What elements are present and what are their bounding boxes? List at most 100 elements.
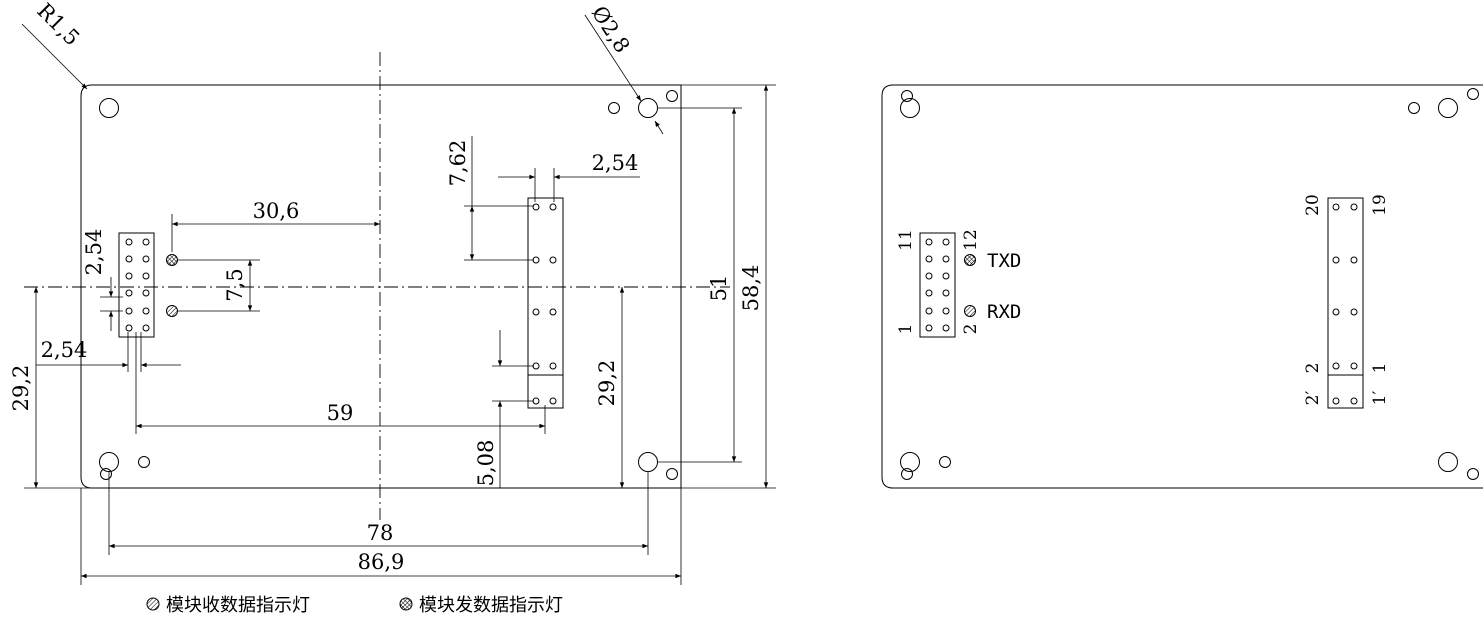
- dim-5-08: 5,08: [474, 330, 534, 488]
- back-view: 11 12 1 2 TXD RXD 20 19 2 1 2′ 1′: [881, 84, 1483, 489]
- pin-pad: [1350, 308, 1358, 316]
- pin-pad: [1332, 256, 1340, 264]
- pin-pad: [1350, 397, 1358, 405]
- pin-pad: [942, 272, 950, 280]
- back-right-header: 20 19 2 1 2′ 1′: [1303, 194, 1390, 409]
- pin-pad: [1332, 203, 1340, 211]
- pin-pad: [925, 324, 933, 332]
- pin-pad: [925, 255, 933, 263]
- pin-pad: [125, 289, 133, 297]
- dim-2-54-horizontal: 2,54: [36, 332, 181, 372]
- left-pin-header: [118, 232, 155, 338]
- hole-diameter-dim: Ø2,8: [584, 2, 664, 135]
- svg-text:59: 59: [327, 401, 354, 425]
- pin-pad: [549, 397, 557, 405]
- dim-7-62: 7,62: [446, 136, 534, 261]
- corner-radius-dim: R1,5: [21, 0, 88, 90]
- svg-text:2,54: 2,54: [592, 151, 639, 175]
- svg-text:12: 12: [961, 229, 981, 251]
- txd-label: TXD: [987, 250, 1021, 272]
- back-mounting-holes: [900, 88, 1479, 480]
- back-left-header: 11 12 1 2 TXD RXD: [896, 229, 1021, 338]
- rx-legend-icon: [146, 597, 160, 611]
- pin-pad: [125, 255, 133, 263]
- pin-pad: [142, 307, 150, 315]
- dim-78: 78: [108, 472, 649, 555]
- pin-pad: [142, 272, 150, 280]
- mounting-holes: [99, 90, 678, 480]
- svg-text:78: 78: [367, 521, 394, 545]
- pin-pad: [125, 272, 133, 280]
- svg-text:5,08: 5,08: [474, 440, 498, 487]
- pin-pad: [942, 238, 950, 246]
- pin-pad: [942, 289, 950, 297]
- tx-legend-icon: [399, 597, 413, 611]
- dim-2-54-vertical: 2,54: [82, 229, 123, 331]
- pin-pad: [549, 308, 557, 316]
- dim-86-9: 86,9: [80, 488, 682, 585]
- pin-pad: [1332, 397, 1340, 405]
- pin-pad: [925, 307, 933, 315]
- dim-7-5: 7,5: [178, 259, 260, 312]
- svg-text:29,2: 29,2: [595, 360, 619, 407]
- dim-58-4: 58,4: [681, 84, 776, 489]
- svg-text:7,62: 7,62: [446, 140, 470, 187]
- back-board-outline: [881, 84, 1483, 489]
- svg-text:1′: 1′: [1370, 391, 1390, 406]
- svg-text:20: 20: [1303, 194, 1323, 216]
- rx-led-indicator: [166, 305, 178, 317]
- back-rx-led: [964, 305, 976, 317]
- svg-text:19: 19: [1370, 194, 1390, 216]
- pin-pad: [942, 307, 950, 315]
- dim-29-2-left: 29,2: [9, 286, 92, 489]
- pin-pad: [942, 255, 950, 263]
- svg-text:2: 2: [1303, 363, 1323, 374]
- dim-59: 59: [135, 332, 546, 434]
- pin-pad: [1332, 362, 1340, 370]
- pin-pad: [142, 289, 150, 297]
- dim-29-2-right: 29,2: [595, 286, 625, 489]
- pin-pad: [549, 256, 557, 264]
- tx-led-indicator: [166, 254, 178, 266]
- svg-text:29,2: 29,2: [9, 365, 33, 412]
- pin-pad: [549, 203, 557, 211]
- pin-pad: [532, 203, 540, 211]
- svg-text:86,9: 86,9: [358, 550, 405, 574]
- pin-pad: [142, 255, 150, 263]
- pin-pad: [1350, 256, 1358, 264]
- svg-text:1: 1: [1370, 363, 1390, 374]
- svg-text:30,6: 30,6: [253, 199, 300, 223]
- pin-pad: [142, 238, 150, 246]
- svg-text:2′: 2′: [1303, 391, 1323, 406]
- right-pin-header: [527, 197, 564, 409]
- svg-text:11: 11: [896, 229, 916, 251]
- dim-30-6: 30,6: [171, 199, 381, 252]
- pin-pad: [142, 324, 150, 332]
- pin-pad: [1350, 362, 1358, 370]
- svg-text:1: 1: [896, 324, 916, 335]
- legend: 模块收数据指示灯 模块发数据指示灯: [146, 595, 563, 616]
- svg-text:58,4: 58,4: [739, 265, 763, 312]
- dim-2-54-top-right: 2,54: [498, 151, 640, 202]
- rx-legend-label: 模块收数据指示灯: [166, 595, 310, 616]
- pin-pad: [532, 308, 540, 316]
- dim-51: 51: [658, 107, 742, 463]
- svg-text:51: 51: [707, 275, 731, 302]
- pin-pad: [125, 307, 133, 315]
- pin-pad: [925, 289, 933, 297]
- pin-pad: [549, 362, 557, 370]
- front-board-outline: [80, 84, 682, 489]
- pin-pad: [942, 324, 950, 332]
- svg-text:2: 2: [961, 324, 981, 335]
- front-view: R1,5 Ø2,8 30,6: [9, 0, 776, 585]
- pin-pad: [1332, 308, 1340, 316]
- rxd-label: RXD: [987, 301, 1021, 323]
- svg-text:2,54: 2,54: [41, 338, 88, 362]
- svg-text:2,54: 2,54: [82, 229, 106, 276]
- pin-pad: [925, 238, 933, 246]
- pin-pad: [125, 238, 133, 246]
- tx-legend-label: 模块发数据指示灯: [419, 595, 563, 616]
- back-tx-led: [964, 254, 976, 266]
- pin-pad: [1350, 203, 1358, 211]
